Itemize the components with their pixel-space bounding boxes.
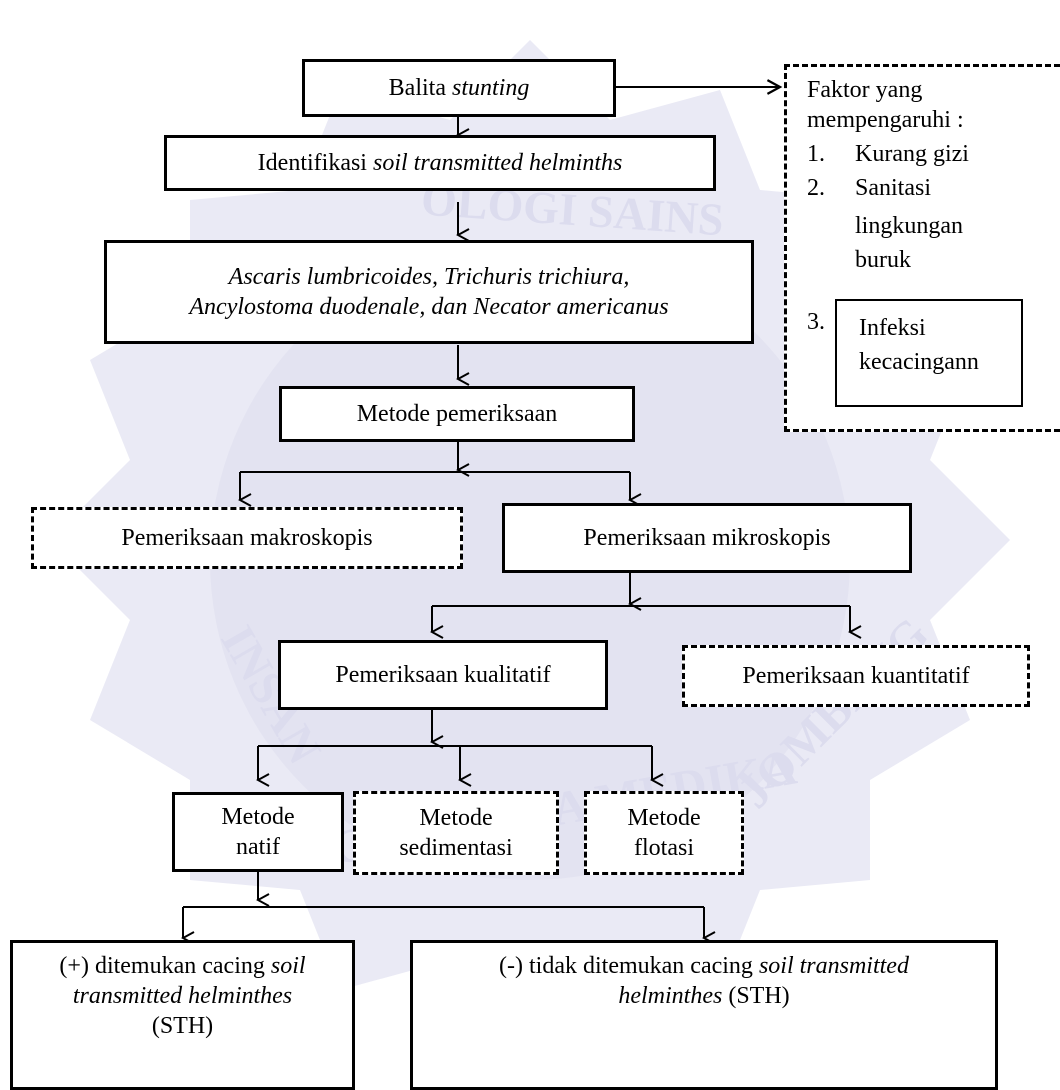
faktor-item-3-line2: kecacingann: [859, 349, 979, 375]
faktor-title-line1: Faktor yang: [807, 77, 923, 103]
faktor-item-2-line3: buruk: [855, 247, 911, 273]
faktor-item-1-num: 1.: [807, 141, 825, 167]
species-line2: Ancylostoma duodenale, dan Necator ameri…: [189, 294, 669, 320]
positif-pre: (+) ditemukan cacing: [59, 953, 271, 979]
natif-line1: Metode: [221, 804, 295, 830]
node-pemeriksaan-kualitatif: Pemeriksaan kualitatif: [278, 640, 608, 710]
faktor-item-1-line1: Kurang gizi: [855, 141, 969, 167]
natif-line2: natif: [236, 834, 280, 860]
identifikasi-italic: soil transmitted helminths: [372, 150, 623, 176]
node-positif-sth: (+) ditemukan cacing soil transmitted he…: [10, 940, 355, 1090]
faktor-item-2-line2: lingkungan: [855, 213, 963, 239]
sedimentasi-line2: sedimentasi: [399, 835, 513, 861]
negatif-italic1: soil transmitted: [758, 953, 909, 979]
node-pemeriksaan-kuantitatif: Pemeriksaan kuantitatif: [682, 645, 1030, 707]
node-balita-stunting: Balita stunting: [302, 59, 616, 117]
faktor-item-3-box: Infeksi kecacingann: [835, 299, 1023, 407]
mikroskopis-text: Pemeriksaan mikroskopis: [583, 525, 831, 551]
node-pemeriksaan-makroskopis: Pemeriksaan makroskopis: [31, 507, 463, 569]
makroskopis-text: Pemeriksaan makroskopis: [121, 525, 373, 551]
balita-italic: stunting: [451, 75, 530, 101]
identifikasi-text: Identifikasi: [257, 150, 373, 176]
sedimentasi-line1: Metode: [419, 805, 493, 831]
faktor-item-2-num: 2.: [807, 175, 825, 201]
metode-pemeriksaan-text: Metode pemeriksaan: [356, 401, 558, 427]
kuantitatif-text: Pemeriksaan kuantitatif: [742, 663, 970, 689]
node-negatif-sth: (-) tidak ditemukan cacing soil transmit…: [410, 940, 998, 1090]
kualitatif-text: Pemeriksaan kualitatif: [335, 662, 551, 688]
negatif-post: (STH): [722, 983, 790, 1009]
node-metode-pemeriksaan: Metode pemeriksaan: [279, 386, 635, 442]
flotasi-line1: Metode: [627, 805, 701, 831]
faktor-item-3-line1: Infeksi: [859, 315, 926, 341]
node-pemeriksaan-mikroskopis: Pemeriksaan mikroskopis: [502, 503, 912, 573]
faktor-item-3-num: 3.: [807, 309, 825, 335]
flotasi-line2: flotasi: [634, 835, 694, 861]
node-identifikasi: Identifikasi soil transmitted helminths: [164, 135, 716, 191]
faktor-panel: Faktor yang mempengaruhi : 1. Kurang giz…: [784, 64, 1060, 432]
node-species: Ascaris lumbricoides, Trichuris trichiur…: [104, 240, 754, 344]
faktor-title-line2: mempengaruhi :: [807, 107, 964, 133]
positif-italic2: transmitted helminthes: [72, 983, 293, 1009]
species-line1: Ascaris lumbricoides, Trichuris trichiur…: [228, 264, 630, 290]
faktor-item-2-line1: Sanitasi: [855, 175, 931, 201]
node-metode-flotasi: Metode flotasi: [584, 791, 744, 875]
negatif-pre: (-) tidak ditemukan cacing: [499, 953, 759, 979]
positif-post: (STH): [151, 1013, 214, 1039]
node-metode-sedimentasi: Metode sedimentasi: [353, 791, 559, 875]
node-metode-natif: Metode natif: [172, 792, 344, 872]
negatif-italic2: helminthes: [618, 983, 723, 1009]
positif-italic1: soil: [270, 953, 306, 979]
balita-text: Balita: [388, 75, 452, 101]
